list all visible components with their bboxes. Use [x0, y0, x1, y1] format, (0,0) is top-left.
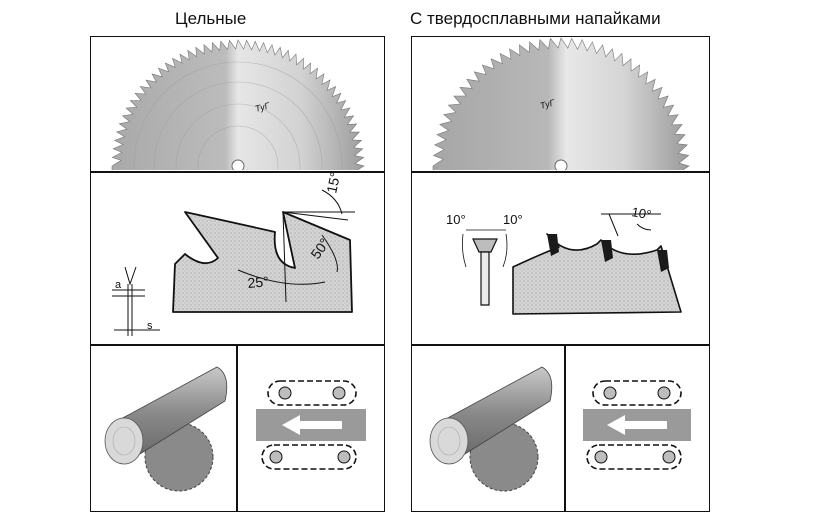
roller: [332, 386, 346, 400]
roller: [662, 450, 676, 464]
divider: [236, 344, 238, 512]
divider: [411, 344, 710, 346]
arbor-hole: [231, 159, 245, 170]
roller: [337, 450, 351, 464]
solid-saw-blade-image: ТуГ: [111, 39, 365, 170]
log-ring: [437, 426, 461, 456]
carbide-tips: [547, 234, 669, 272]
carbide-tooth-profile-diagram: 10° 10° 10°: [446, 204, 682, 315]
divider: [90, 344, 385, 346]
angle-left-label: 10°: [446, 212, 466, 227]
tooth-set-sketch: [112, 266, 160, 336]
dimension-a-label: a: [115, 279, 122, 291]
angle-right-label: 10°: [503, 212, 523, 227]
log-ring: [112, 426, 136, 456]
feed-direction-scheme-carbide: [583, 380, 691, 470]
upper-roller-pair: [267, 380, 357, 406]
feed-arrow-icon: [607, 415, 667, 435]
blade-teeth: [111, 39, 365, 170]
feed-direction-scheme-solid: [256, 380, 366, 470]
tooth-front-view: [462, 229, 508, 306]
angle-25-label: 25°: [247, 273, 269, 291]
log-end-face: [429, 417, 469, 465]
top-angle-lines: [601, 213, 661, 237]
solid-tooth-profile-diagram: 15° 50° 25° a s: [112, 171, 355, 336]
angle-top-label: 10°: [630, 204, 652, 222]
carbide-tooth-strip: [512, 233, 682, 315]
divider: [411, 171, 710, 173]
angle-15-label: 15°: [323, 171, 343, 195]
log-end-face: [104, 417, 144, 465]
feed-arrow-icon: [282, 415, 342, 435]
log-body: [118, 366, 228, 458]
roller: [594, 450, 608, 464]
blade-teeth: [432, 37, 690, 170]
tooth-profile: [172, 211, 353, 313]
angle-lines: [237, 189, 355, 303]
carbide-saw-blade-image: ТуГ: [432, 37, 690, 170]
upper-roller-pair: [592, 380, 682, 406]
roller: [657, 386, 671, 400]
log-cutting-illustration-carbide: [429, 366, 553, 492]
roller: [278, 386, 292, 400]
arbor-hole: [554, 159, 568, 170]
divider: [90, 171, 385, 173]
blade-marking: ТуГ: [539, 97, 557, 111]
roller: [603, 386, 617, 400]
column-title-carbide: С твердосплавными напайками: [410, 9, 661, 28]
column-title-solid: Цельные: [175, 9, 247, 28]
log-cutting-illustration-solid: [104, 366, 228, 492]
divider: [564, 344, 566, 512]
log-body: [443, 366, 553, 458]
blade-marking: ТуГ: [254, 100, 272, 114]
roller: [269, 450, 283, 464]
dimension-s-label: s: [147, 320, 153, 332]
blade-rings: [133, 61, 343, 170]
